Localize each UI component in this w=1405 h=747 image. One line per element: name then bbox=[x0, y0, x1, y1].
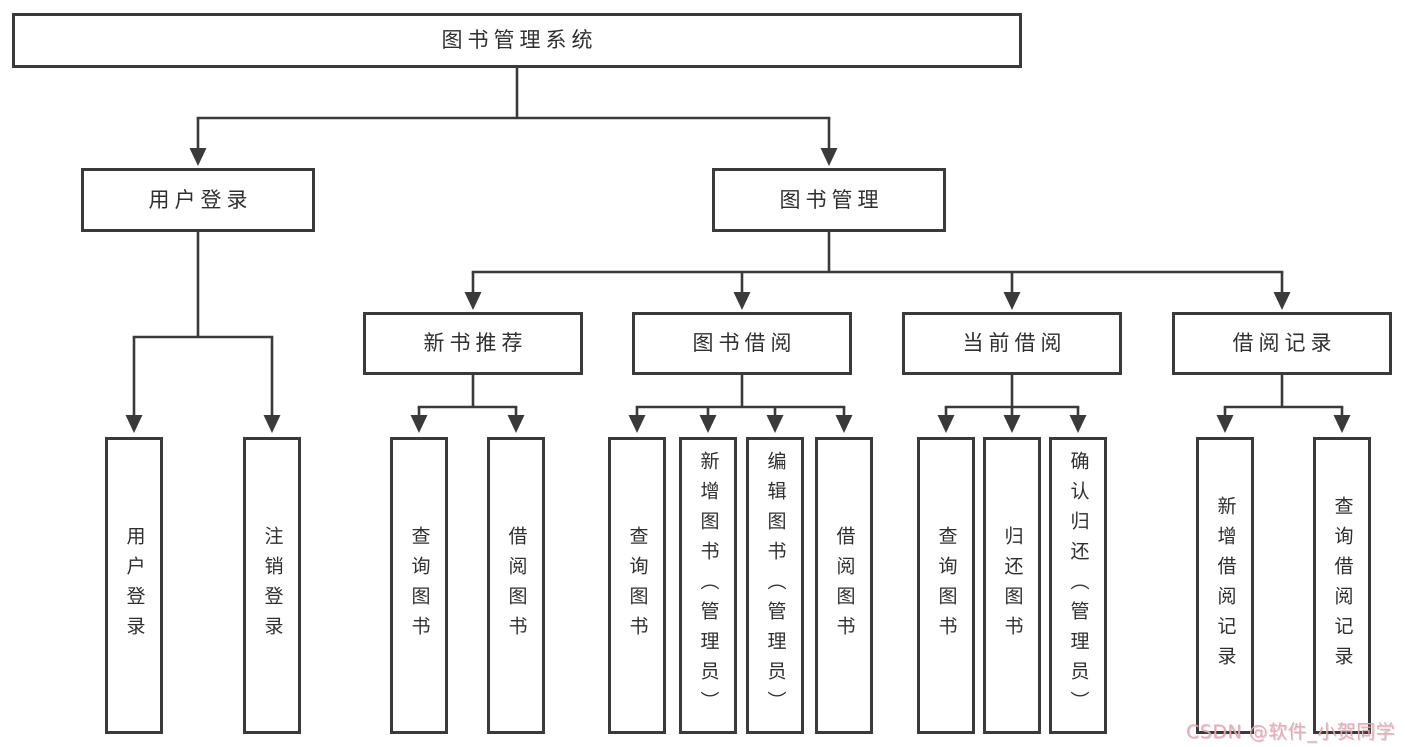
leaf-label: 查询图书 bbox=[408, 525, 431, 646]
node-label: 借阅记录 bbox=[1232, 331, 1337, 355]
node-user-login: 用户登录 bbox=[81, 168, 315, 232]
leaf-current-query-books: 查询图书 bbox=[917, 437, 975, 734]
leaf-label: 查询图书 bbox=[935, 525, 958, 646]
edges-book-borrowing-to-leaves bbox=[628, 374, 853, 433]
leaf-logout-login: 注销登录 bbox=[243, 437, 301, 734]
leaf-user-login: 用户登录 bbox=[105, 437, 163, 734]
node-label: 图书管理系统 bbox=[441, 28, 598, 52]
leaf-borrow-edit-books-admin: 编辑图书（管理员） bbox=[746, 437, 804, 734]
edges-root-to-level1 bbox=[189, 68, 838, 166]
leaf-newbook-borrow-books: 借阅图书 bbox=[487, 437, 545, 734]
leaf-borrow-borrow-books: 借阅图书 bbox=[815, 437, 873, 734]
leaf-label: 用户登录 bbox=[123, 525, 146, 646]
leaf-records-add-borrow-record: 新增借阅记录 bbox=[1196, 437, 1254, 734]
leaf-label: 查询借阅记录 bbox=[1331, 495, 1354, 676]
node-label: 用户登录 bbox=[148, 187, 253, 212]
leaf-label: 新增图书（管理员） bbox=[697, 450, 720, 721]
node-library-management-system: 图书管理系统 bbox=[12, 13, 1022, 68]
leaf-label: 借阅图书 bbox=[833, 525, 856, 646]
node-label: 当前借阅 bbox=[962, 331, 1067, 355]
node-label: 图书管理 bbox=[779, 187, 884, 212]
edges-book-management-to-level2 bbox=[464, 231, 1291, 310]
node-book-management: 图书管理 bbox=[712, 168, 946, 232]
leaf-label: 新增借阅记录 bbox=[1214, 495, 1237, 676]
edges-borrowing-records-to-leaves bbox=[1216, 374, 1351, 433]
node-label: 图书借阅 bbox=[692, 331, 797, 355]
leaf-borrow-query-books: 查询图书 bbox=[608, 437, 666, 734]
leaf-label: 注销登录 bbox=[261, 525, 284, 646]
csdn-watermark: CSDN @软件_小贺同学 bbox=[1186, 721, 1396, 743]
node-label: 新书推荐 bbox=[423, 331, 528, 355]
leaf-label: 确认归还（管理员） bbox=[1067, 450, 1090, 721]
edges-user-login-to-leaves bbox=[125, 231, 281, 433]
leaf-label: 编辑图书（管理员） bbox=[764, 450, 787, 721]
leaf-borrow-add-books-admin: 新增图书（管理员） bbox=[679, 437, 737, 734]
leaf-current-confirm-return-admin: 确认归还（管理员） bbox=[1049, 437, 1107, 734]
leaf-label: 查询图书 bbox=[626, 525, 649, 646]
leaf-current-return-books: 归还图书 bbox=[983, 437, 1041, 734]
leaf-label: 归还图书 bbox=[1001, 525, 1024, 646]
node-current-borrowing: 当前借阅 bbox=[902, 312, 1122, 375]
node-book-borrowing: 图书借阅 bbox=[632, 312, 852, 375]
edges-current-borrowing-to-leaves bbox=[937, 374, 1087, 433]
edges-new-book-recommend-to-leaves bbox=[410, 374, 525, 433]
leaf-newbook-query-books: 查询图书 bbox=[390, 437, 448, 734]
leaf-label: 借阅图书 bbox=[505, 525, 528, 646]
leaf-records-query-borrow-record: 查询借阅记录 bbox=[1313, 437, 1371, 734]
node-borrowing-records: 借阅记录 bbox=[1172, 312, 1392, 375]
node-new-book-recommend: 新书推荐 bbox=[363, 312, 583, 375]
